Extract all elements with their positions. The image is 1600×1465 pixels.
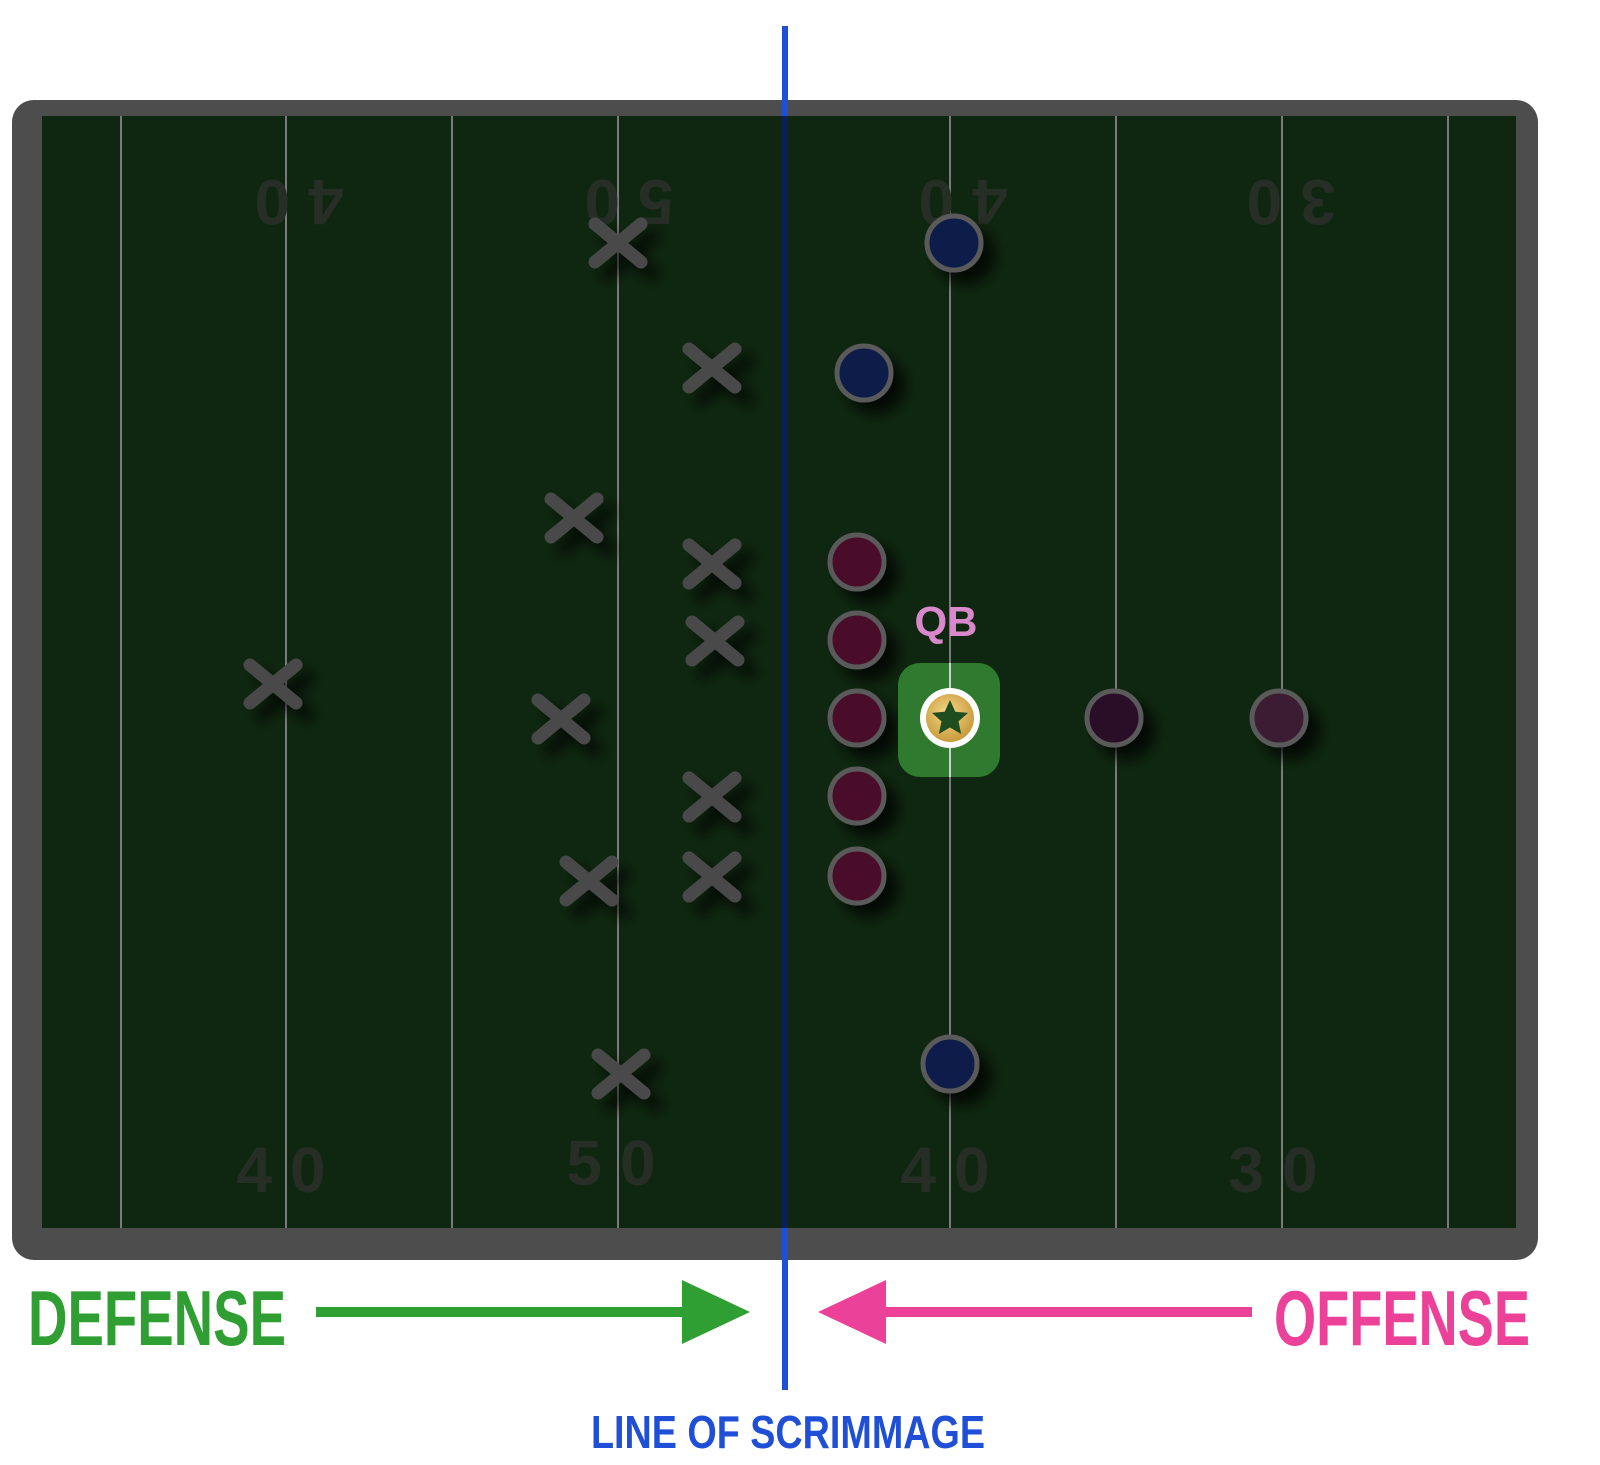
yard-number-bottom: 40 (900, 1134, 1007, 1206)
defense-arrow-shaft (316, 1307, 692, 1317)
lineman (827, 532, 887, 592)
defender-x (243, 658, 303, 710)
defense-players (243, 217, 745, 1100)
yard-number-bottom: 50 (566, 1127, 673, 1199)
fullback (1249, 688, 1309, 748)
offense-arrow-shaft (880, 1307, 1252, 1317)
line-of-scrimmage-label: LINE OF SCRIMMAGE (591, 1406, 985, 1458)
yard-number-bottom: 40 (236, 1134, 343, 1206)
receiver (920, 1034, 980, 1094)
yard-number-bottom: 30 (1228, 1134, 1335, 1206)
defender-x (588, 217, 648, 269)
offense-arrow (818, 1280, 1252, 1344)
defense-label: DEFENSE (28, 1274, 286, 1362)
defender-x (682, 538, 742, 590)
defense-arrow-head (682, 1280, 750, 1344)
lineman (827, 610, 887, 670)
yard-numbers-top: 40 50 40 30 (236, 166, 1335, 238)
offense-arrow-head (818, 1280, 886, 1344)
defender-x (559, 855, 619, 907)
defense-arrow (316, 1280, 750, 1344)
quarterback: QB (898, 598, 1000, 777)
yard-number-top: 40 (236, 166, 343, 238)
line-of-scrimmage-field-shade (782, 116, 788, 1228)
offense-players (827, 213, 1309, 1094)
defender-x (685, 615, 745, 667)
defender-x (531, 693, 591, 745)
yard-number-top: 50 (566, 166, 673, 238)
lineman (827, 766, 887, 826)
receiver (834, 343, 894, 403)
defender-x (682, 851, 742, 903)
defender-x (682, 771, 742, 823)
star-icon (932, 700, 968, 734)
offense-label: OFFENSE (1274, 1274, 1530, 1362)
qb-label: QB (915, 598, 978, 645)
yard-numbers-bottom: 40 50 40 30 (236, 1127, 1335, 1206)
defender-x (544, 492, 604, 544)
receiver (924, 213, 984, 273)
lineman (827, 688, 887, 748)
running-back (1084, 688, 1144, 748)
yard-number-top: 30 (1228, 166, 1335, 238)
lineman (827, 846, 887, 906)
defender-x (591, 1048, 651, 1100)
defender-x (682, 342, 742, 394)
offense-side-tint (785, 116, 1516, 1228)
